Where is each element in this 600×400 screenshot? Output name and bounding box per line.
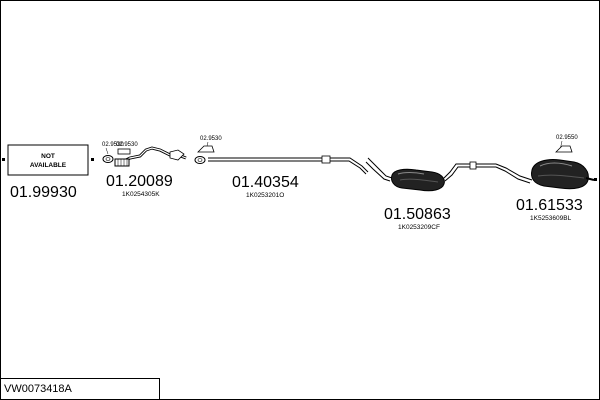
hanger-icon [197,145,215,153]
left-connector [2,158,5,161]
part-number-1: 01.99930 [10,184,77,201]
not-available-box [7,144,89,176]
rear-silencer-body [531,159,589,190]
connector-sleeve-2 [469,161,477,170]
part-01-20089[interactable]: 02.9530 02.9530 01.20089 1K0254305K [102,142,187,198]
clamp-icon [117,148,131,155]
part-number-4: 01.50863 [384,206,451,223]
part-01-50863[interactable]: 01.50863 1K0253209CF [365,157,496,231]
part-number-3: 01.40354 [232,174,299,191]
part-number-5: 01.61533 [516,197,583,214]
diagram-code: VW0073418A [0,378,160,399]
part-ref-4: 1K0253209CF [398,224,440,231]
accessory-code-1: 02.9530 [102,142,124,148]
part-01-40354[interactable]: 02.9530 01.40354 1K0253201O [194,136,369,199]
not-available-line2: AVAILABLE [30,162,67,169]
right-connector [91,158,94,161]
flex-pipe-icon [114,158,130,167]
part-01-99930[interactable]: NOT AVAILABLE 01.99930 [2,144,94,201]
tailpipe-connector [594,178,597,181]
connector-sleeve [321,155,331,164]
part-ref-5: 1K5253609BL [530,215,572,222]
part-01-61533[interactable]: 02.9550 01.61533 1K5253609BL [495,135,597,222]
gasket-icon-2 [194,156,206,164]
not-available-line1: NOT [41,153,55,160]
accessory-code-2: 02.9530 [116,142,138,148]
accessory-code-4: 02.9550 [556,135,578,141]
part-ref-2: 1K0254305K [122,191,160,198]
part-number-2: 01.20089 [106,173,173,190]
hanger-icon-2 [555,145,573,153]
gasket-icon [102,155,114,163]
part-ref-3: 1K0253201O [246,192,284,199]
accessory-code-3: 02.9530 [200,136,222,142]
